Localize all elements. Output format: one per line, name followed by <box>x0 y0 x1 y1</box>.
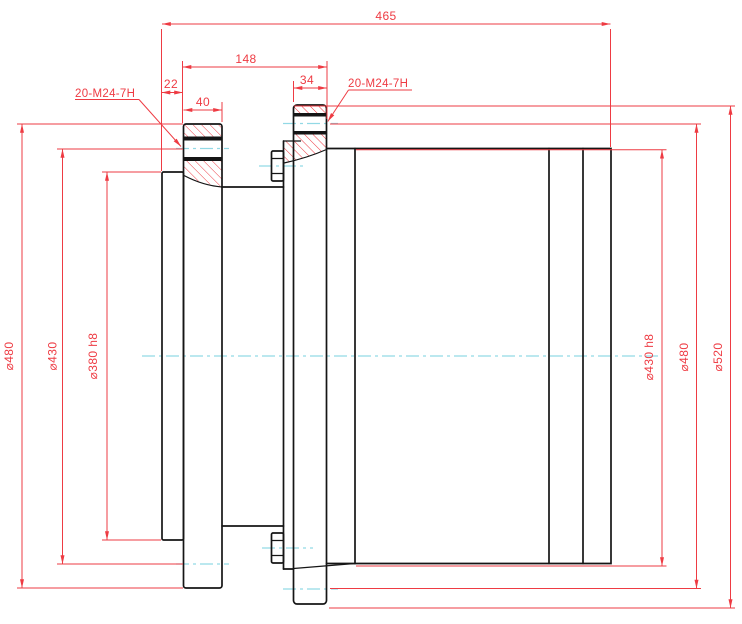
flange-hatch-lower <box>284 134 326 163</box>
ext-dia480-left <box>17 123 183 589</box>
leader-lines <box>75 89 412 147</box>
dia430-right-label: ⌀430 h8 <box>642 334 656 381</box>
thread-callout-left: 20-M24-7H <box>75 88 135 100</box>
overall-length-label: 465 <box>375 9 396 23</box>
dia480-left-label: ⌀480 <box>2 342 16 371</box>
centerlines <box>142 122 658 590</box>
flange-width-label: 34 <box>300 73 314 87</box>
bolt-head-top-facets <box>271 157 284 175</box>
boss-hatch-upper <box>184 125 221 137</box>
ext-dia480-right <box>330 123 701 589</box>
section-hatching <box>184 106 326 186</box>
thread-callout-right-leader <box>327 89 349 122</box>
dia380-label: ⌀380 h8 <box>86 333 100 380</box>
dia430-left-label: ⌀430 <box>46 342 60 371</box>
body-cylinder <box>325 147 612 565</box>
bolt-head-bottom-facets <box>271 539 284 557</box>
boss-taper-curve <box>183 174 223 188</box>
dimension-labels: 465 148 22 40 34 20-M24-7H 20-M24-7H ⌀48… <box>2 9 725 380</box>
thread-callout-left-leader <box>138 99 182 147</box>
flange-hatch-upper <box>294 106 326 113</box>
spigot-width-label: 22 <box>164 77 178 91</box>
extension-lines <box>17 29 735 609</box>
boss-hatch-lower <box>184 160 222 186</box>
ext-dia380 <box>102 171 161 541</box>
boss-tapped-hole-wall-lower <box>183 157 222 161</box>
dia480-right-label: ⌀480 <box>677 343 691 372</box>
main-flange <box>292 104 328 605</box>
flange-tapped-hole-wall-lower <box>293 131 327 135</box>
boss-width-label: 40 <box>196 95 210 109</box>
ext-dia430-right <box>356 149 667 567</box>
flange-tapped-hole-wall-upper <box>293 113 327 117</box>
ext-dia430-left <box>57 148 183 565</box>
left-flange-part <box>161 123 223 589</box>
flange-taper-curve-top <box>283 148 327 164</box>
ext-dia520 <box>294 105 735 609</box>
boss-ring <box>182 123 223 589</box>
center-barrel <box>221 186 285 527</box>
right-body-part <box>282 104 612 605</box>
boss-tapped-hole-wall-upper <box>183 136 222 141</box>
dimension-lines <box>20 22 733 609</box>
thread-callout-right: 20-M24-7H <box>348 78 408 90</box>
hub-span-label: 148 <box>235 52 256 66</box>
dia520-label: ⌀520 <box>711 343 725 372</box>
